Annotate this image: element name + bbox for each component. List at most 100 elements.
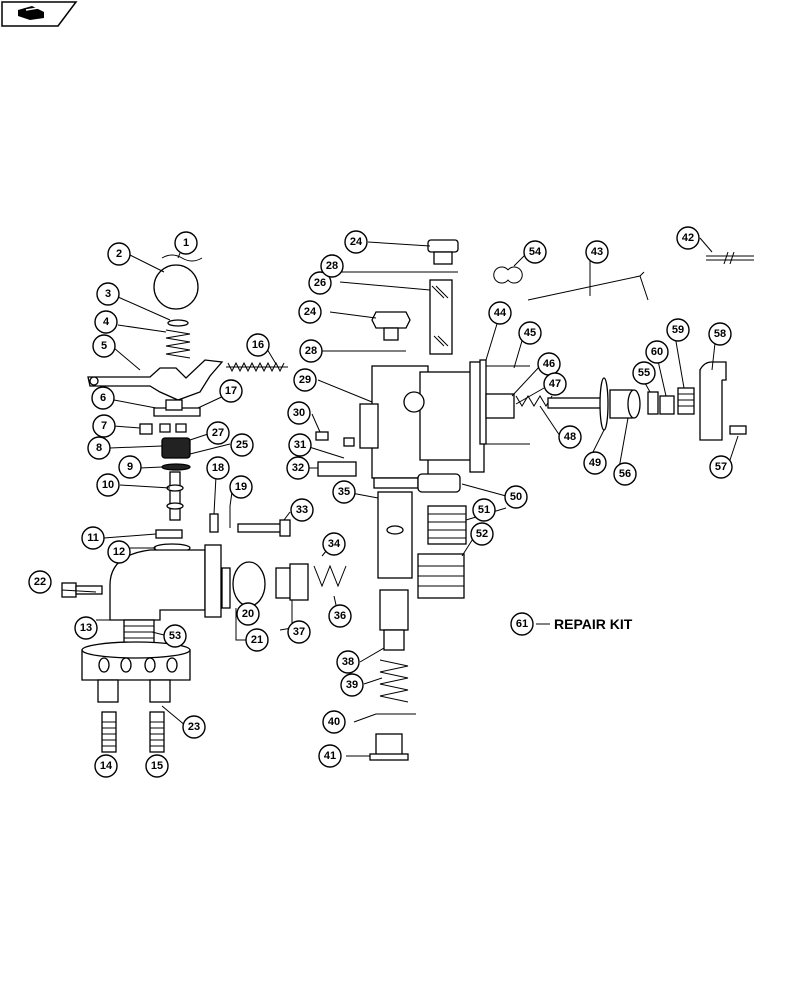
svg-text:23: 23 xyxy=(188,721,200,733)
svg-text:10: 10 xyxy=(102,479,114,491)
callout-27: 27 xyxy=(206,421,230,445)
svg-text:42: 42 xyxy=(682,232,694,244)
nav-back-tab[interactable] xyxy=(0,0,80,28)
callout-28: 28 xyxy=(320,254,344,278)
callout-52: 52 xyxy=(470,522,494,546)
callout-56: 56 xyxy=(613,462,637,486)
callout-18: 18 xyxy=(206,456,230,480)
svg-text:45: 45 xyxy=(524,327,536,339)
callout-31: 31 xyxy=(288,433,312,457)
callout-61: 61 xyxy=(510,612,534,636)
svg-text:59: 59 xyxy=(672,324,684,336)
svg-text:17: 17 xyxy=(225,385,237,397)
callout-36: 36 xyxy=(328,604,352,628)
callout-10: 10 xyxy=(96,473,120,497)
svg-text:28: 28 xyxy=(326,260,338,272)
callout-59: 59 xyxy=(666,318,690,342)
callout-34: 34 xyxy=(322,532,346,556)
svg-text:20: 20 xyxy=(242,608,254,620)
svg-text:43: 43 xyxy=(591,246,603,258)
callouts: 1 2 3 4 5 6 7 8 9 10 11 12 13 14 15 16 1… xyxy=(28,226,733,778)
callout-14: 14 xyxy=(94,754,118,778)
svg-text:4: 4 xyxy=(103,316,110,328)
callout-55: 55 xyxy=(632,361,656,385)
callout-25: 25 xyxy=(230,433,254,457)
svg-text:39: 39 xyxy=(346,679,358,691)
callout-12: 12 xyxy=(107,540,131,564)
svg-text:24: 24 xyxy=(350,236,363,248)
callout-30: 30 xyxy=(287,401,311,425)
callout-50: 50 xyxy=(504,485,528,509)
callout-60: 60 xyxy=(645,340,669,364)
svg-text:41: 41 xyxy=(324,750,336,762)
svg-text:9: 9 xyxy=(127,461,133,473)
callout-8: 8 xyxy=(87,436,111,460)
svg-text:55: 55 xyxy=(638,367,650,379)
svg-text:21: 21 xyxy=(251,634,263,646)
svg-text:58: 58 xyxy=(714,328,726,340)
repair-kit-note: 61 REPAIR KIT xyxy=(510,612,633,636)
callout-17: 17 xyxy=(219,379,243,403)
callout-38: 38 xyxy=(336,650,360,674)
callout-39: 39 xyxy=(340,673,364,697)
svg-text:12: 12 xyxy=(113,546,125,558)
svg-text:46: 46 xyxy=(543,358,555,370)
svg-text:33: 33 xyxy=(296,504,308,516)
svg-text:28: 28 xyxy=(305,345,317,357)
callout-23: 23 xyxy=(182,715,206,739)
callout-21: 21 xyxy=(245,628,269,652)
svg-text:27: 27 xyxy=(212,427,224,439)
callout-45: 45 xyxy=(518,321,542,345)
svg-text:47: 47 xyxy=(549,378,561,390)
callout-35: 35 xyxy=(332,480,356,504)
callout-7: 7 xyxy=(92,414,116,438)
callout-2: 2 xyxy=(107,242,131,266)
callout-51: 51 xyxy=(472,498,496,522)
svg-text:6: 6 xyxy=(100,392,106,404)
svg-text:40: 40 xyxy=(328,716,340,728)
svg-text:29: 29 xyxy=(299,374,311,386)
callout-47: 47 xyxy=(543,372,567,396)
callout-40: 40 xyxy=(322,710,346,734)
svg-text:25: 25 xyxy=(236,439,248,451)
callout-16: 16 xyxy=(246,333,270,357)
svg-text:35: 35 xyxy=(338,486,350,498)
callout-5: 5 xyxy=(92,334,116,358)
svg-text:52: 52 xyxy=(476,528,488,540)
svg-text:22: 22 xyxy=(34,576,46,588)
svg-text:3: 3 xyxy=(105,288,111,300)
svg-text:30: 30 xyxy=(293,407,305,419)
svg-text:1: 1 xyxy=(183,237,189,249)
svg-text:26: 26 xyxy=(314,277,326,289)
callout-26: 26 xyxy=(308,271,332,295)
svg-text:24: 24 xyxy=(304,306,317,318)
svg-text:11: 11 xyxy=(87,532,99,544)
svg-text:2: 2 xyxy=(116,248,122,260)
callout-43: 43 xyxy=(585,240,609,264)
callout-33: 33 xyxy=(290,498,314,522)
svg-text:53: 53 xyxy=(169,630,181,642)
part-shapes-left xyxy=(61,254,347,753)
callout-20: 20 xyxy=(236,602,260,626)
arrow-back-icon xyxy=(18,6,44,20)
callout-24b: 24 xyxy=(298,300,322,324)
callout-44: 44 xyxy=(488,301,512,325)
svg-text:56: 56 xyxy=(619,468,631,480)
svg-text:51: 51 xyxy=(478,504,490,516)
svg-text:60: 60 xyxy=(651,346,663,358)
svg-text:14: 14 xyxy=(100,760,113,772)
callout-13: 13 xyxy=(74,616,98,640)
svg-text:13: 13 xyxy=(80,622,92,634)
repair-kit-label: REPAIR KIT xyxy=(554,616,633,632)
callout-49: 49 xyxy=(583,451,607,475)
callout-1: 1 xyxy=(174,231,198,255)
callout-37: 37 xyxy=(287,620,311,644)
callout-4: 4 xyxy=(94,310,118,334)
svg-text:16: 16 xyxy=(252,339,264,351)
callout-3: 3 xyxy=(96,282,120,306)
callout-15: 15 xyxy=(145,754,169,778)
svg-text:19: 19 xyxy=(235,481,247,493)
svg-text:34: 34 xyxy=(328,538,341,550)
svg-text:37: 37 xyxy=(293,626,305,638)
